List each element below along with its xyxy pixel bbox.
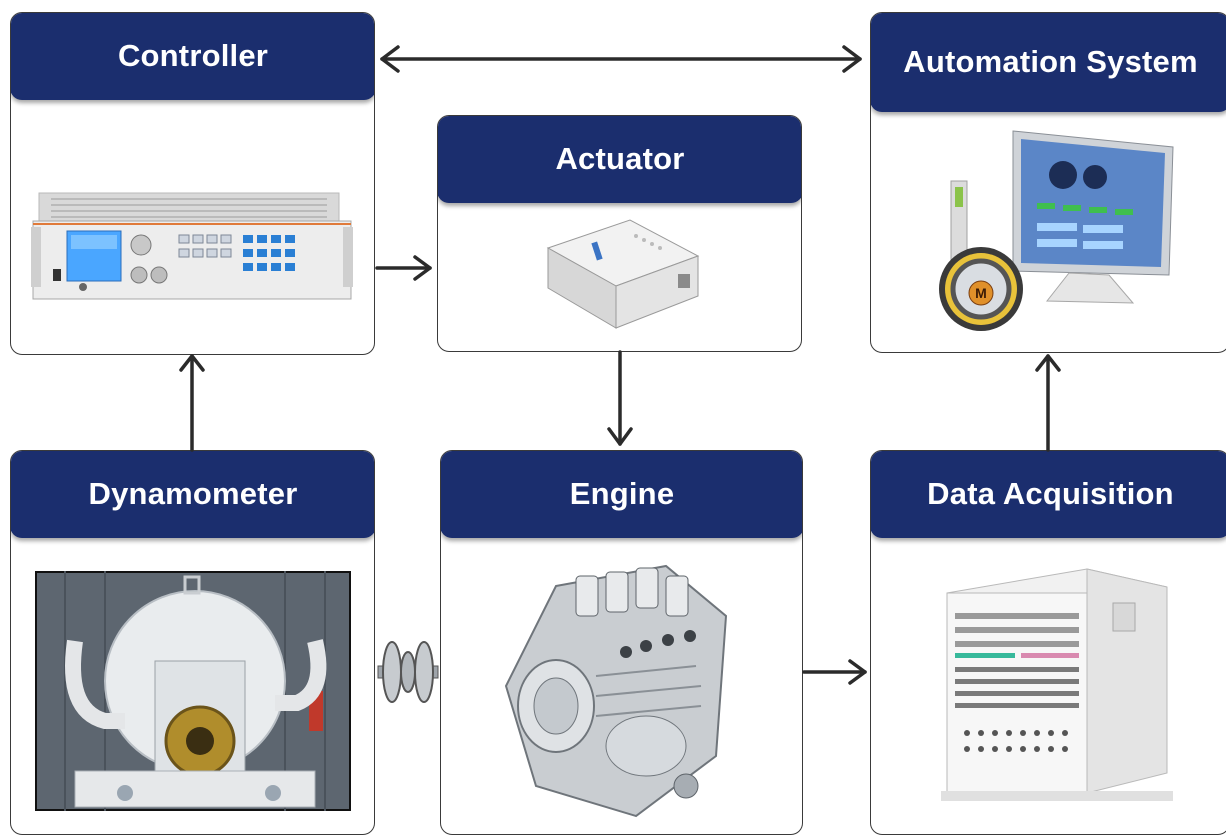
svg-text:M: M	[975, 285, 987, 301]
actuator-module-image	[546, 219, 700, 329]
daq-automation-arrowhead	[1035, 354, 1061, 372]
engine-node: Engine	[440, 450, 803, 835]
engine-image	[504, 564, 728, 818]
dynamometer-title: Dynamometer	[11, 451, 374, 538]
automation-system-title: Automation System	[871, 13, 1226, 112]
actuator-title: Actuator	[438, 116, 801, 203]
automation-system-node: Automation System M	[870, 12, 1226, 353]
data-acquisition-node: Data Acquisition	[870, 450, 1226, 835]
controller-automation-arrowhead-left	[380, 45, 400, 73]
data-acquisition-title: Data Acquisition	[871, 451, 1226, 538]
controller-unit-image	[31, 192, 353, 300]
actuator-engine-arrowhead	[607, 427, 633, 446]
controller-title: Controller	[11, 13, 374, 100]
controller-actuator-arrowhead	[413, 255, 432, 281]
dynamometer-node: Dynamometer	[10, 450, 375, 835]
dynamometer-photo	[35, 571, 351, 811]
controller-automation-arrowhead-right	[842, 45, 862, 73]
daq-cabinet-image	[941, 568, 1173, 801]
dynamometer-controller-arrowhead	[179, 354, 205, 372]
controller-node: Controller	[10, 12, 375, 355]
automation-system-image: M	[939, 130, 1174, 331]
engine-daq-arrowhead	[848, 659, 867, 685]
actuator-node: Actuator	[437, 115, 802, 352]
shaft-coupling-icon	[377, 641, 439, 703]
engine-title: Engine	[441, 451, 802, 538]
